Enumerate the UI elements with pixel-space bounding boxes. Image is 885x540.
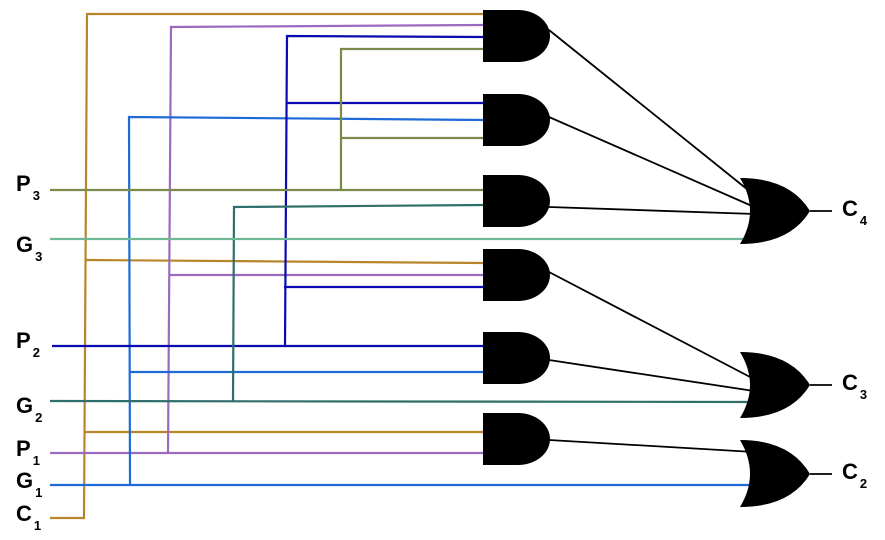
wire-c1: [50, 12, 484, 520]
and-gate-4: [483, 249, 550, 301]
and-gate-6: [483, 413, 550, 465]
or-gate-c3: [740, 352, 810, 418]
and-gate-3: [483, 175, 550, 227]
wire-g2: [49, 203, 756, 404]
and-gate-1: [483, 10, 550, 62]
wire-p3: [50, 47, 483, 192]
and-to-or-wires: [548, 29, 759, 453]
wire-g1: [50, 115, 755, 487]
wire-p2: [52, 34, 484, 348]
or-gate-c4: [740, 178, 810, 244]
and-gate-5: [483, 332, 550, 384]
and-gate-2: [483, 94, 550, 146]
wire-p1: [50, 23, 484, 455]
or-gate-c2: [740, 440, 810, 507]
